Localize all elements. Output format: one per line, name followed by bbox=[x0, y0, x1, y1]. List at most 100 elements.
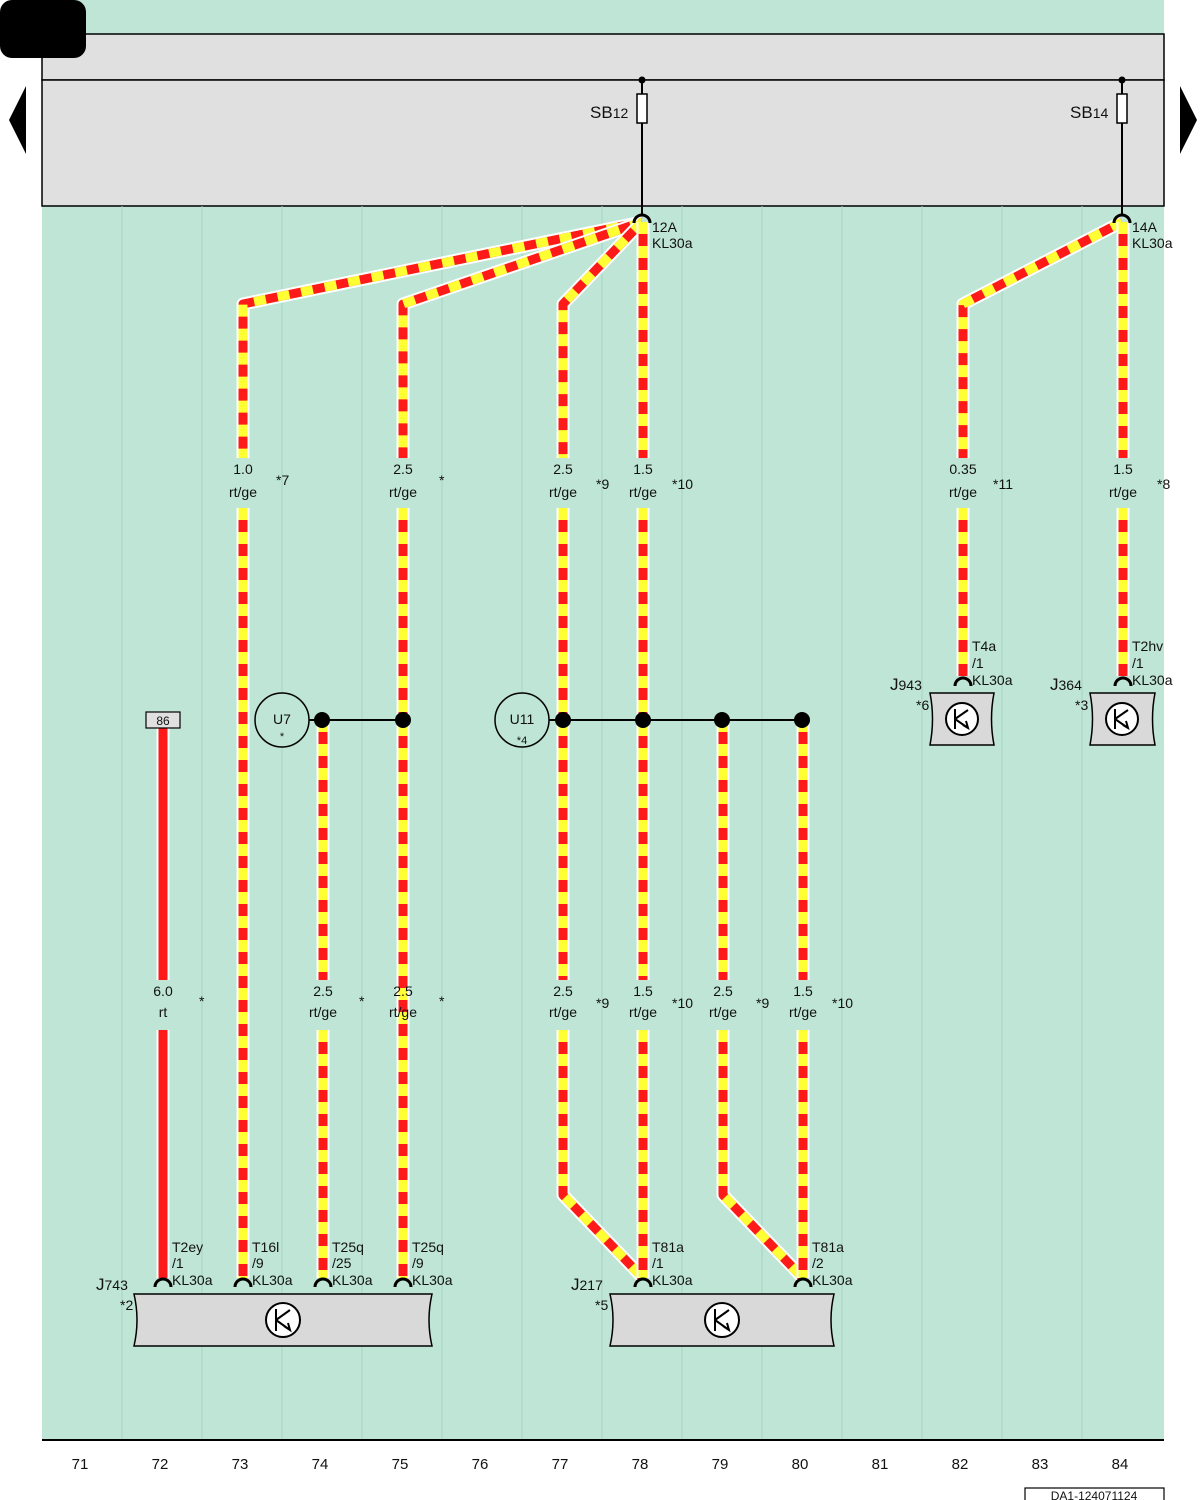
svg-text:*: * bbox=[439, 472, 445, 488]
svg-text:82: 82 bbox=[952, 1456, 969, 1473]
triangle-left-icon[interactable] bbox=[9, 86, 26, 154]
triangle-right-icon[interactable] bbox=[1180, 86, 1197, 154]
svg-text:71: 71 bbox=[72, 1456, 89, 1473]
connector-pin-icon bbox=[393, 1277, 413, 1288]
wire-79-bottom[interactable] bbox=[716, 1030, 808, 1283]
svg-text:78: 78 bbox=[632, 1456, 649, 1473]
relay-pin-box[interactable] bbox=[145, 711, 181, 729]
svg-text:79: 79 bbox=[712, 1456, 729, 1473]
footer-code-box bbox=[1024, 1487, 1165, 1500]
svg-text:2.5: 2.5 bbox=[313, 983, 333, 999]
svg-text:T81a: T81a bbox=[812, 1239, 844, 1255]
svg-text:6.0: 6.0 bbox=[153, 983, 173, 999]
connector-pin-icon bbox=[793, 1277, 813, 1288]
splice-u11[interactable] bbox=[494, 692, 550, 748]
feed-amp-label: 14A bbox=[1132, 219, 1158, 235]
fuse-label: SB12 bbox=[590, 103, 628, 122]
svg-text:T2hv: T2hv bbox=[1132, 638, 1163, 654]
svg-text:1.5: 1.5 bbox=[1113, 461, 1133, 477]
svg-text:73: 73 bbox=[232, 1456, 249, 1473]
svg-text:rt/ge: rt/ge bbox=[389, 484, 417, 500]
feed-term-label: KL30a bbox=[1132, 235, 1173, 251]
svg-text:1.0: 1.0 bbox=[233, 461, 253, 477]
svg-text:2.5: 2.5 bbox=[553, 983, 573, 999]
splice-nodes bbox=[314, 712, 810, 728]
svg-text:KL30a: KL30a bbox=[652, 1272, 693, 1288]
svg-text:rt/ge: rt/ge bbox=[629, 484, 657, 500]
svg-text:*9: *9 bbox=[756, 995, 769, 1011]
svg-text:KL30a: KL30a bbox=[1132, 672, 1173, 688]
svg-text:T16l: T16l bbox=[252, 1239, 279, 1255]
connector-pin-icon bbox=[1112, 213, 1132, 224]
svg-text:J364: J364 bbox=[1050, 675, 1082, 694]
control-unit-j743[interactable] bbox=[133, 1293, 433, 1347]
wire-75[interactable] bbox=[396, 215, 645, 458]
svg-text:rt/ge: rt/ge bbox=[309, 1004, 337, 1020]
connector-pin-icon bbox=[632, 213, 652, 224]
svg-text:/1: /1 bbox=[972, 655, 984, 671]
svg-text:*8: *8 bbox=[1157, 476, 1170, 492]
splice-name: U11 bbox=[510, 711, 535, 727]
svg-text:T4a: T4a bbox=[972, 638, 996, 654]
svg-text:75: 75 bbox=[392, 1456, 409, 1473]
fuse-sb14[interactable] bbox=[1116, 93, 1128, 124]
svg-text:*10: *10 bbox=[832, 995, 853, 1011]
svg-text:KL30a: KL30a bbox=[972, 672, 1013, 688]
relay-pin-label: 86 bbox=[156, 714, 170, 728]
connector-pin-icon bbox=[233, 1277, 253, 1288]
control-unit-j217[interactable] bbox=[609, 1293, 835, 1347]
splice-note: *4 bbox=[517, 735, 527, 747]
svg-text:*11: *11 bbox=[993, 476, 1013, 492]
svg-text:72: 72 bbox=[152, 1456, 169, 1473]
svg-text:1.5: 1.5 bbox=[633, 983, 653, 999]
svg-text:KL30a: KL30a bbox=[332, 1272, 373, 1288]
svg-text:2.5: 2.5 bbox=[553, 461, 573, 477]
svg-text:rt/ge: rt/ge bbox=[629, 1004, 657, 1020]
fuse-node bbox=[638, 76, 646, 84]
svg-text:/1: /1 bbox=[1132, 655, 1144, 671]
svg-text:/2: /2 bbox=[812, 1255, 824, 1271]
svg-text:*: * bbox=[199, 993, 205, 1009]
fuse-panel bbox=[41, 79, 1165, 207]
wire-77-bottom[interactable] bbox=[556, 1030, 648, 1283]
svg-text:84: 84 bbox=[1112, 1456, 1129, 1473]
fuse-sb12[interactable] bbox=[636, 93, 648, 124]
control-unit-j943[interactable] bbox=[929, 692, 995, 746]
wire-77[interactable] bbox=[556, 217, 647, 458]
svg-text:*10: *10 bbox=[672, 995, 693, 1011]
svg-text:81: 81 bbox=[872, 1456, 889, 1473]
svg-text:rt: rt bbox=[159, 1004, 168, 1020]
svg-text:2.5: 2.5 bbox=[393, 983, 413, 999]
svg-text:*2: *2 bbox=[120, 1297, 133, 1313]
svg-text:J217: J217 bbox=[571, 1275, 603, 1294]
fuse-panel-top bbox=[41, 33, 1165, 81]
svg-text:*7: *7 bbox=[276, 472, 289, 488]
component-labels: J743 *2 J217 *5 J943 *6 J364 *3 bbox=[96, 675, 1088, 1313]
svg-text:rt/ge: rt/ge bbox=[229, 484, 257, 500]
svg-text:rt/ge: rt/ge bbox=[949, 484, 977, 500]
svg-text:80: 80 bbox=[792, 1456, 809, 1473]
svg-text:*9: *9 bbox=[596, 995, 609, 1011]
feed-term-label: KL30a bbox=[652, 235, 693, 251]
wire-73[interactable] bbox=[236, 215, 644, 458]
splice-name: U7 bbox=[273, 711, 291, 727]
svg-text:rt/ge: rt/ge bbox=[1109, 484, 1137, 500]
svg-text:J743: J743 bbox=[96, 1275, 128, 1294]
fuse-node bbox=[1118, 76, 1126, 84]
wire-82[interactable] bbox=[956, 216, 1125, 458]
splice-u7[interactable] bbox=[254, 692, 310, 748]
svg-text:J943: J943 bbox=[890, 675, 922, 694]
footer-code: DA1-124071124 bbox=[1051, 1489, 1138, 1500]
svg-text:76: 76 bbox=[472, 1456, 489, 1473]
svg-text:*3: *3 bbox=[1075, 697, 1088, 713]
svg-text:/1: /1 bbox=[652, 1255, 664, 1271]
svg-text:KL30a: KL30a bbox=[412, 1272, 453, 1288]
connector-labels: T2ey /1 KL30a T16l /9 KL30a T25q /25 KL3… bbox=[172, 638, 1173, 1288]
connector-pin-icon bbox=[153, 1277, 173, 1288]
connector-pin-icon bbox=[633, 1277, 653, 1288]
svg-text:KL30a: KL30a bbox=[812, 1272, 853, 1288]
column-numbers: 71 72 73 74 75 76 77 78 79 80 81 82 83 8… bbox=[72, 1456, 1129, 1473]
svg-text:/1: /1 bbox=[172, 1255, 184, 1271]
svg-text:T2ey: T2ey bbox=[172, 1239, 203, 1255]
control-unit-j364[interactable] bbox=[1089, 692, 1156, 746]
